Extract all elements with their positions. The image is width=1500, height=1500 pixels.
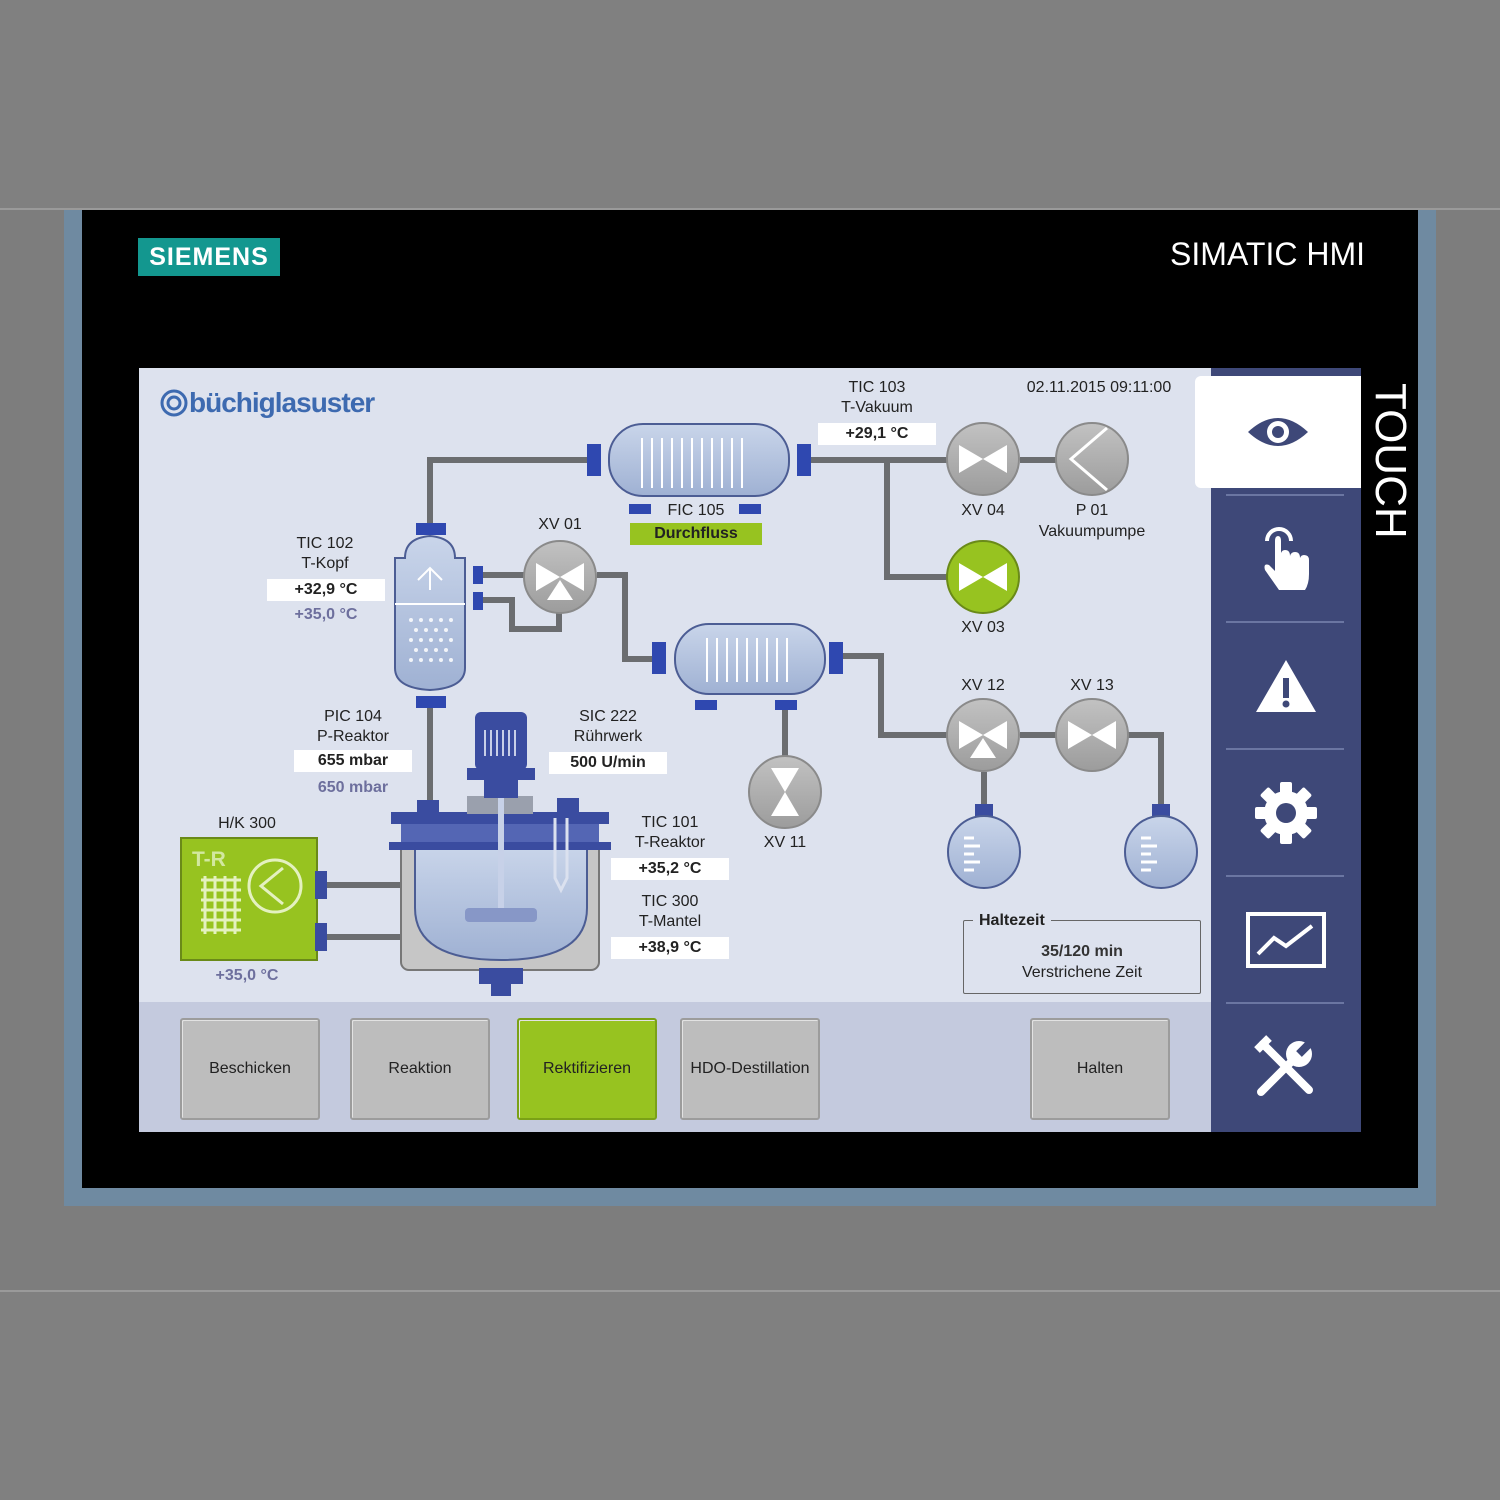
sic222-value[interactable]: 500 U/min — [549, 752, 667, 774]
distillation-column — [394, 523, 483, 708]
xv13-label: XV 13 — [1070, 677, 1114, 694]
fic105-tag: FIC 105 — [667, 502, 725, 519]
process-diagram — [180, 422, 1198, 996]
logo-mark-icon — [160, 389, 188, 417]
p01-label: P 01 — [1075, 502, 1109, 519]
tic103-value[interactable]: +29,1 °C — [818, 423, 936, 445]
tic103-tag: TIC 103 — [848, 379, 906, 396]
valve-xv01-symbol[interactable] — [523, 540, 597, 614]
datetime: 02.11.2015 09:11:00 — [1026, 379, 1172, 396]
nav-separator — [1226, 621, 1344, 623]
touch-hand-icon — [1264, 526, 1309, 590]
pic104-setpoint[interactable]: 650 mbar — [317, 779, 389, 796]
tic102-tag: TIC 102 — [296, 535, 354, 552]
tic300-value[interactable]: +38,9 °C — [611, 937, 729, 959]
reactor-vessel — [389, 712, 611, 996]
xv03-label: XV 03 — [961, 619, 1005, 636]
nav-separator — [1226, 1002, 1344, 1004]
tools-icon — [1254, 1034, 1318, 1096]
hold-time-title: Haltezeit — [973, 912, 1051, 930]
hk300-setpoint[interactable]: +35,0 °C — [215, 967, 279, 984]
hold-time-panel — [963, 920, 1201, 994]
eye-icon — [1248, 418, 1308, 446]
hk300-tag: H/K 300 — [218, 815, 276, 832]
xv01-label: XV 01 — [538, 516, 582, 533]
tic102-value[interactable]: +32,9 °C — [267, 579, 385, 601]
pump-p01-symbol[interactable] — [1055, 422, 1129, 496]
hmi-screen: büchiglasuster 02.11.2015 09:11:00 TIC 1… — [139, 368, 1361, 1132]
heater-cooler-unit — [180, 837, 327, 961]
sic222-tag: SIC 222 — [579, 708, 637, 725]
condenser-middle — [652, 623, 843, 710]
touch-label: TOUCH — [1366, 383, 1415, 539]
xv12-label: XV 12 — [961, 677, 1005, 694]
valve-xv04-symbol[interactable] — [946, 422, 1020, 496]
nav-sidebar — [1195, 368, 1361, 1132]
tic300-tag: TIC 300 — [641, 893, 699, 910]
nav-separator — [1226, 875, 1344, 877]
step-hdo-destillation-button[interactable]: HDO-Destillation — [680, 1018, 820, 1120]
valve-xv12-symbol[interactable] — [946, 698, 1020, 772]
step-halten-button[interactable]: Halten — [1030, 1018, 1170, 1120]
tic102-name: T-Kopf — [301, 555, 349, 572]
valve-xv11-symbol[interactable] — [748, 755, 822, 829]
pipes — [327, 457, 1164, 940]
tic300-name: T-Mantel — [638, 913, 702, 930]
sic222-name: Rührwerk — [573, 728, 643, 745]
siemens-logo: SIEMENS — [138, 238, 280, 276]
buechiglasuster-logo: büchiglasuster — [159, 386, 375, 420]
gear-icon — [1255, 781, 1317, 844]
nav-separator — [1226, 494, 1344, 496]
p01-name: Vakuumpumpe — [1038, 523, 1146, 540]
nav-overview-button[interactable] — [1195, 376, 1361, 488]
tic102-setpoint[interactable]: +35,0 °C — [294, 606, 358, 623]
nav-alarms-button[interactable] — [1211, 622, 1361, 749]
hold-time-caption: Verstrichene Zeit — [1021, 964, 1143, 981]
hold-time-value: 35/120 min — [1041, 943, 1123, 960]
tic101-value[interactable]: +35,2 °C — [611, 858, 729, 880]
nav-settings-button[interactable] — [1211, 749, 1361, 876]
valve-xv13-symbol[interactable] — [1055, 698, 1129, 772]
step-rektifizieren-button[interactable]: Rektifizieren — [517, 1018, 657, 1120]
nav-trends-button[interactable] — [1211, 876, 1361, 1003]
hk300-unit-label: T-R — [192, 848, 226, 871]
fic105-status[interactable]: Durchfluss — [630, 523, 762, 545]
pic104-value[interactable]: 655 mbar — [294, 750, 412, 772]
tic101-tag: TIC 101 — [641, 814, 699, 831]
nav-separator — [1226, 748, 1344, 750]
nav-manual-button[interactable] — [1211, 495, 1361, 622]
tic103-name: T-Vakuum — [841, 399, 913, 416]
condenser-top — [587, 423, 811, 514]
device-model-label: SIMATIC HMI — [1170, 236, 1365, 272]
warning-icon — [1256, 659, 1316, 712]
receiver-flasks — [947, 776, 1198, 889]
logo-text: büchiglasuster — [189, 387, 375, 418]
step-beschicken-button[interactable]: Beschicken — [180, 1018, 320, 1120]
tic101-name: T-Reaktor — [634, 834, 706, 851]
trend-chart-icon — [1246, 911, 1326, 968]
pic104-tag: PIC 104 — [324, 708, 382, 725]
xv11-label: XV 11 — [763, 834, 807, 851]
xv04-label: XV 04 — [961, 502, 1005, 519]
step-reaktion-button[interactable]: Reaktion — [350, 1018, 490, 1120]
nav-service-button[interactable] — [1211, 1003, 1361, 1130]
pic104-name: P-Reaktor — [316, 728, 390, 745]
valve-xv03-symbol[interactable] — [946, 540, 1020, 614]
